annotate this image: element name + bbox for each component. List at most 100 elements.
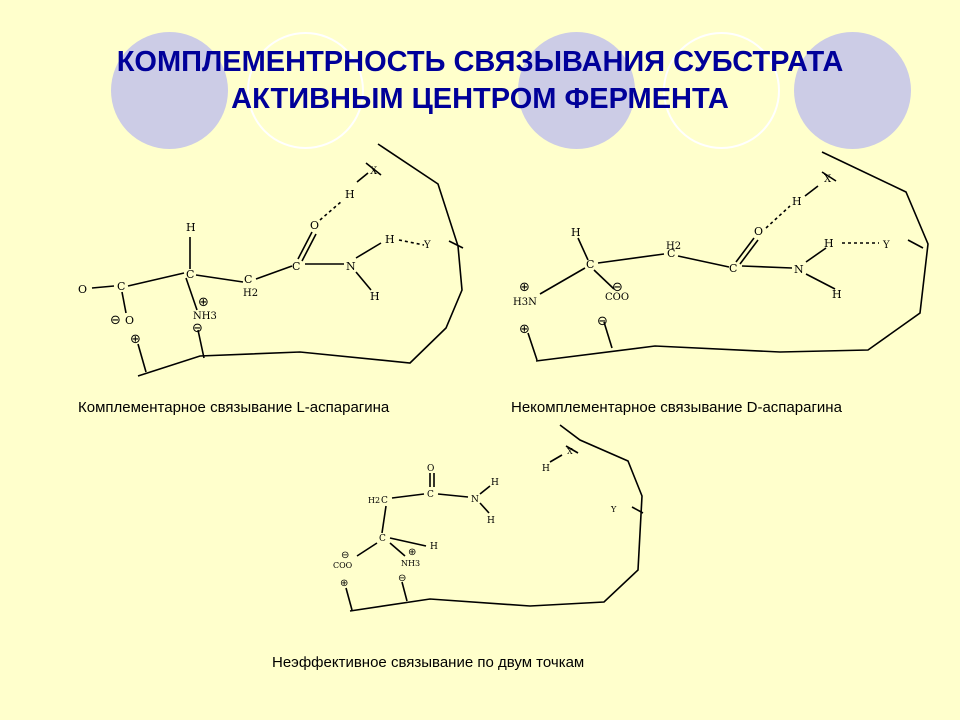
- atom-h-amide2-l: H: [385, 233, 395, 246]
- bond-ch2-c-2p: [391, 493, 425, 499]
- atom-h-enzyme-d: H: [792, 195, 802, 208]
- caption-l-asparagine: Комплементарное связывание L-аспарагина: [78, 399, 390, 416]
- bond-c-n-2p: [437, 493, 469, 498]
- bond-c-o2-l: [301, 233, 317, 262]
- bond-c-ch2-d: [597, 253, 665, 264]
- enzyme-anchor-minus-l: [197, 329, 205, 359]
- enzyme-site-x-l: [365, 162, 382, 176]
- atom-h2-l: H2: [243, 288, 258, 299]
- bond-c-nh3-2p: [389, 542, 406, 557]
- decor-circle-3: [794, 32, 911, 149]
- site-x-l: X: [370, 166, 378, 177]
- slide-title: КОМПЛЕМЕНТРНОСТЬ СВЯЗЫВАНИЯ СУБСТРАТА АК…: [0, 44, 960, 118]
- caption-d-asparagine: Некомплементарное связывание D-аспарагин…: [511, 399, 842, 416]
- bond-c-h-2p: [389, 537, 427, 547]
- enzyme-site-y-l: [448, 240, 464, 249]
- atom-o-amide-2p: O: [427, 464, 434, 474]
- caption-two-point: Неэффективное связывание по двум точкам: [272, 654, 585, 671]
- bond-c-ch2-l: [195, 274, 244, 283]
- bond-c-coo-2p: [356, 542, 378, 557]
- charge-minus-coo-2p: ⊖: [341, 550, 349, 561]
- atom-h2-d: H2: [666, 241, 681, 252]
- atom-c-beta-2p: C: [381, 496, 388, 506]
- enzyme-anchor-plus-l: [137, 343, 147, 373]
- charge-plus-enzyme-2p: ⊕: [340, 578, 348, 589]
- atom-h-amide-2p: H: [491, 478, 499, 488]
- bond-ch2-c-d: [677, 255, 730, 268]
- bond-c-n-d: [741, 265, 793, 269]
- atom-nh3-l: NH3: [193, 311, 217, 322]
- bond-c-ch2-2p: [381, 505, 387, 534]
- atom-nh3-2p: NH3: [401, 559, 420, 568]
- atom-h-enzyme-2p: H: [542, 464, 550, 474]
- enzyme-anchor-plus-d: [527, 332, 538, 361]
- atom-h-amide-d: H: [832, 288, 842, 301]
- slide-title-line-2: АКТИВНЫМ ЦЕНТРОМ ФЕРМЕНТА: [231, 83, 729, 115]
- atom-n-amide-l: N: [346, 260, 356, 273]
- slide-title-line-1: КОМПЛЕМЕНТРНОСТЬ СВЯЗЫВАНИЯ СУБСТРАТА: [116, 46, 844, 78]
- bond-c-coo-d: [593, 269, 615, 290]
- enzyme-site-y-d: [907, 239, 924, 249]
- bond-x-h-l: [356, 172, 369, 183]
- atom-c-alpha-2p: C: [379, 534, 386, 544]
- charge-minus-enzyme-2p: ⊖: [398, 573, 406, 584]
- atom-c-amide-l: C: [292, 260, 300, 273]
- enzyme-outline-l: [137, 143, 463, 377]
- bond-coo-o-l: [91, 285, 115, 289]
- charge-minus-enzyme-l: ⊖: [192, 321, 203, 336]
- enzyme-anchor-minus-2p: [401, 581, 408, 602]
- atom-c-alpha-d: C: [586, 258, 594, 271]
- enzyme-anchor-plus-2p: [345, 587, 353, 611]
- bond-x-h-d: [804, 185, 819, 197]
- atom-o-amide-l: O: [310, 219, 319, 232]
- enzyme-outline-two-point: [349, 424, 643, 612]
- enzyme-anchor-minus-d: [603, 321, 613, 349]
- site-y-2p: Y: [610, 505, 617, 514]
- bond-coo-o-l2: [121, 291, 127, 314]
- charge-minus-coo-d: ⊖: [612, 280, 623, 295]
- bond-c-o2-d: [739, 239, 759, 265]
- charge-plus-enzyme-d: ⊕: [519, 322, 530, 337]
- bond-ch2-c-l: [255, 265, 293, 280]
- site-x-2p: X: [567, 447, 573, 456]
- hbond-h-o-d: [765, 205, 791, 229]
- enzyme-site-x-d: [821, 171, 837, 182]
- charge-plus-nh3-2p: ⊕: [408, 547, 416, 558]
- atom-h-alpha-l: H: [186, 221, 196, 234]
- charge-plus-h3n-d: ⊕: [519, 280, 530, 295]
- hbond-h-o-l: [319, 200, 343, 221]
- bond-n-h2-d: [805, 247, 827, 263]
- atom-c-amide-2p: C: [427, 490, 434, 500]
- bond-h3n-c-d: [539, 267, 586, 295]
- atom-h-amide2-d: H: [824, 237, 834, 250]
- enzyme-site-x-2p: [565, 445, 579, 454]
- bond-c-o-d: [735, 237, 755, 263]
- atom-h-amide2-2p: H: [487, 516, 495, 526]
- site-y-l: Y: [423, 240, 431, 251]
- bond-x-h-2p: [549, 454, 563, 463]
- atom-c-amide-d: C: [729, 262, 737, 275]
- site-x-d: X: [824, 174, 832, 185]
- charge-minus-enzyme-d: ⊖: [597, 314, 608, 329]
- bond-n-h-2p: [479, 485, 491, 495]
- atom-h-enzyme-l: H: [345, 188, 355, 201]
- atom-o2-carboxyl-l: O: [125, 314, 134, 327]
- bond-n-h2-l: [355, 242, 382, 259]
- atom-coo-d: COO: [605, 292, 629, 303]
- atom-o-carboxyl-l: O: [78, 283, 87, 296]
- decor-circle-2: [518, 32, 635, 149]
- atom-c-carboxyl-l: C: [117, 280, 125, 293]
- decor-ring-1: [247, 32, 364, 149]
- enzyme-outline-d: [535, 151, 929, 362]
- atom-h2c-2p: H2: [368, 496, 380, 505]
- site-y-d: Y: [882, 240, 890, 251]
- decor-ring-2: [663, 32, 780, 149]
- atom-h3n-d: H3N: [513, 297, 537, 308]
- bond-n-h-l: [355, 271, 372, 291]
- atom-h-alpha-d: H: [571, 226, 581, 239]
- bond-c-nh3-l: [185, 277, 198, 311]
- atom-o-amide-d: O: [754, 225, 763, 238]
- charge-plus-enzyme-l: ⊕: [130, 332, 141, 347]
- bond-c-h-d: [577, 237, 589, 261]
- charge-minus-coo-l: ⊖: [110, 313, 121, 328]
